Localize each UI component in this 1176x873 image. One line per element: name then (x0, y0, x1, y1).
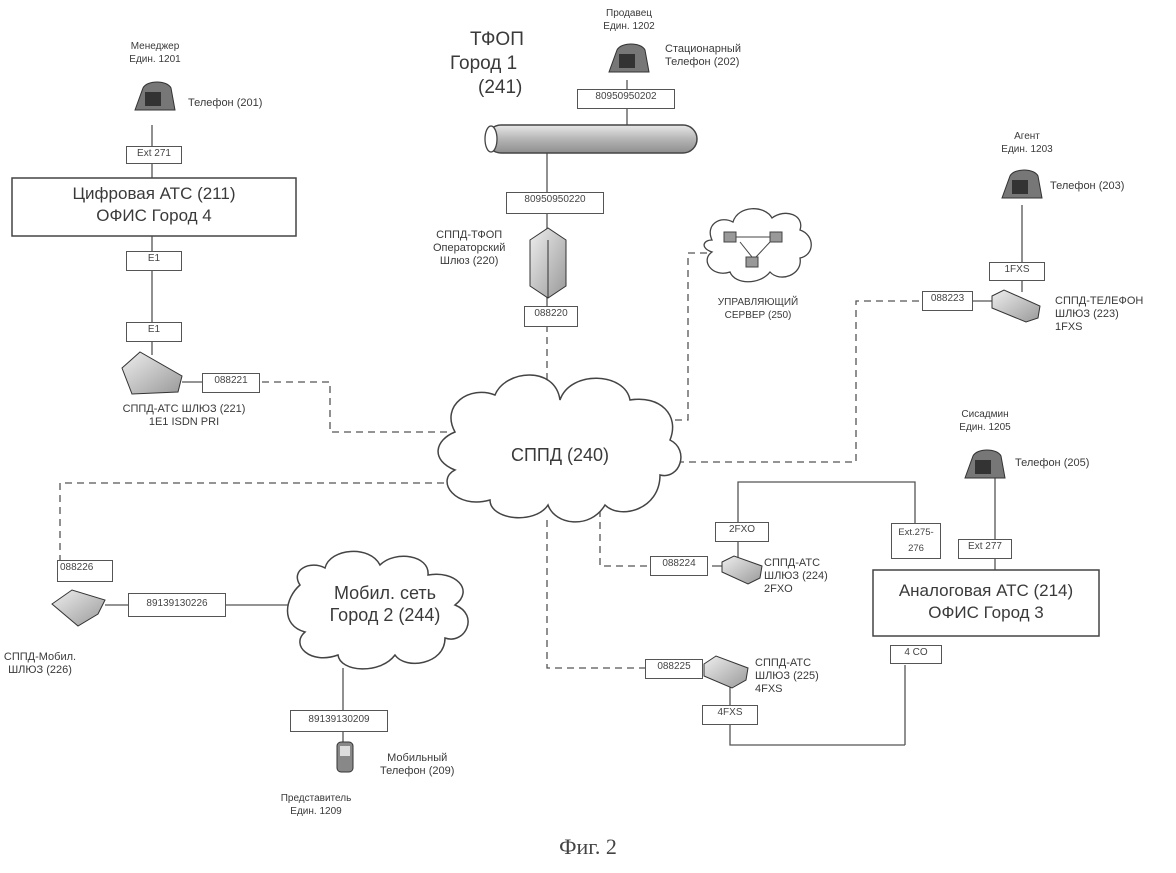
port-e1-top: E1 (126, 251, 182, 271)
digital-pbx-label: Цифровая АТС (211) ОФИС Город 4 (12, 183, 296, 227)
port-1fxs: 1FXS (989, 262, 1045, 281)
phone-201-owner: Менеджер Един. 1201 (129, 40, 180, 66)
digital-pbx-label-line: ОФИС Город 4 (12, 205, 296, 227)
phone-label-line: Мобильный (380, 752, 454, 765)
gateway-label-line: 1E1 ISDN PRI (123, 416, 246, 429)
phone-203-owner: Агент Един. 1203 (1001, 130, 1052, 156)
port-088221: 088221 (202, 373, 260, 393)
port-89139130209: 89139130209 (290, 710, 388, 732)
mgmt-server-cloud (704, 209, 811, 282)
pstn-label: ТФОП Город 1 (241) (450, 28, 570, 100)
phone-202-label: Стационарный Телефон (202) (665, 43, 741, 69)
port-e1-bottom: E1 (126, 322, 182, 342)
phone-owner-role: Сисадмин (959, 408, 1010, 421)
gateway-label-line: ШЛЮЗ (225) (755, 670, 819, 683)
gateway-220-label: СППД-ТФОП Операторский Шлюз (220) (433, 229, 505, 268)
port-80950950220: 80950950220 (506, 192, 604, 214)
gateway-226-icon (52, 590, 105, 626)
gateway-225-icon (704, 656, 748, 688)
mgmt-server-label-line: СЕРВЕР (250) (718, 309, 798, 322)
phone-icon (135, 82, 175, 110)
phone-owner-ext: Един. 1202 (603, 20, 654, 33)
gateway-label-line: СППД-ТЕЛЕФОН (1055, 295, 1143, 308)
phone-label-line: Телефон (202) (665, 56, 741, 69)
gateway-label-line: СППД-АТС ШЛЮЗ (221) (123, 403, 246, 416)
port-ext277: Ext 277 (958, 539, 1012, 559)
gateway-226-label: СППД-Мобил. ШЛЮЗ (226) (4, 651, 76, 677)
gateway-224-label: СППД-АТС ШЛЮЗ (224) 2FXO (764, 557, 828, 596)
pstn-tube (485, 125, 697, 153)
port-89139130226: 89139130226 (128, 593, 226, 617)
phone-owner-ext: Един. 1203 (1001, 143, 1052, 156)
port-4co: 4 CO (890, 645, 942, 664)
gateway-221-label: СППД-АТС ШЛЮЗ (221) 1E1 ISDN PRI (123, 403, 246, 429)
phone-owner-role: Агент (1001, 130, 1052, 143)
gateway-label-line: 1FXS (1055, 321, 1143, 334)
port-088225: 088225 (645, 659, 703, 679)
gateway-223-label: СППД-ТЕЛЕФОН ШЛЮЗ (223) 1FXS (1055, 295, 1143, 334)
gateway-label-line: ШЛЮЗ (223) (1055, 308, 1143, 321)
phone-owner-role: Продавец (603, 7, 654, 20)
phone-owner-role: Представитель (281, 792, 352, 805)
gateway-label-line: Операторский (433, 242, 505, 255)
mobile-phone-icon (337, 742, 353, 772)
gateway-label-line: СППД-Мобил. (4, 651, 76, 664)
phone-201-label: Телефон (201) (188, 97, 262, 110)
phone-label-line: Телефон (209) (380, 765, 454, 778)
gateway-220-server-icon (530, 228, 566, 298)
phone-owner-ext: Един. 1201 (129, 53, 180, 66)
gateway-label-line: СППД-ТФОП (433, 229, 505, 242)
analog-pbx-label-line: Аналоговая АТС (214) (873, 580, 1099, 602)
port-088226: 088226 (57, 560, 113, 582)
gateway-label-line: 2FXO (764, 583, 828, 596)
port-80950950202: 80950950202 (577, 89, 675, 109)
gateway-225-label: СППД-АТС ШЛЮЗ (225) 4FXS (755, 657, 819, 696)
phone-202-owner: Продавец Един. 1202 (603, 7, 654, 33)
figure-caption: Фиг. 2 (0, 834, 1176, 860)
gateway-label-line: 4FXS (755, 683, 819, 696)
phone-209-label: Мобильный Телефон (209) (380, 752, 454, 778)
mgmt-server-label-line: УПРАВЛЯЮЩИЙ (718, 296, 798, 309)
gateway-label-line: ШЛЮЗ (226) (4, 664, 76, 677)
phone-205-label: Телефон (205) (1015, 457, 1089, 470)
pstn-label-line: Город 1 (450, 52, 570, 76)
analog-pbx-label-line: ОФИС Город 3 (873, 602, 1099, 624)
port-088224: 088224 (650, 556, 708, 576)
gateway-224-icon (722, 556, 762, 584)
phone-owner-ext: Един. 1205 (959, 421, 1010, 434)
port-ext275-276: Ext.275-276 (891, 523, 941, 559)
phone-owner-role: Менеджер (129, 40, 180, 53)
port-4fxs: 4FXS (702, 705, 758, 725)
phone-203-label: Телефон (203) (1050, 180, 1124, 193)
gateway-label-line: СППД-АТС (764, 557, 828, 570)
mobile-label: Мобил. сеть Город 2 (244) (300, 582, 470, 626)
port-088223: 088223 (922, 291, 973, 311)
mobile-label-line: Город 2 (244) (300, 604, 470, 626)
phone-icon (609, 44, 649, 72)
port-088220: 088220 (524, 306, 578, 327)
gateway-223-icon (992, 290, 1040, 322)
mobile-label-line: Мобил. сеть (300, 582, 470, 604)
pstn-label-line: ТФОП (450, 28, 570, 52)
digital-pbx-label-line: Цифровая АТС (211) (12, 183, 296, 205)
mgmt-server-label: УПРАВЛЯЮЩИЙ СЕРВЕР (250) (718, 296, 798, 322)
port-2fxo: 2FXO (715, 522, 769, 542)
port-ext271: Ext 271 (126, 146, 182, 164)
phone-owner-ext: Един. 1209 (281, 805, 352, 818)
phone-209-owner: Представитель Един. 1209 (281, 792, 352, 818)
gateway-label-line: ШЛЮЗ (224) (764, 570, 828, 583)
phone-205-owner: Сисадмин Един. 1205 (959, 408, 1010, 434)
phone-icon (1002, 170, 1042, 198)
gateway-221-icon (122, 352, 182, 394)
gateway-label-line: СППД-АТС (755, 657, 819, 670)
phone-icon (965, 450, 1005, 478)
pstn-label-line: (241) (450, 76, 570, 100)
gateway-label-line: Шлюз (220) (433, 255, 505, 268)
phone-label-line: Стационарный (665, 43, 741, 56)
ipnet-label: СППД (240) (455, 444, 665, 466)
analog-pbx-label: Аналоговая АТС (214) ОФИС Город 3 (873, 580, 1099, 624)
